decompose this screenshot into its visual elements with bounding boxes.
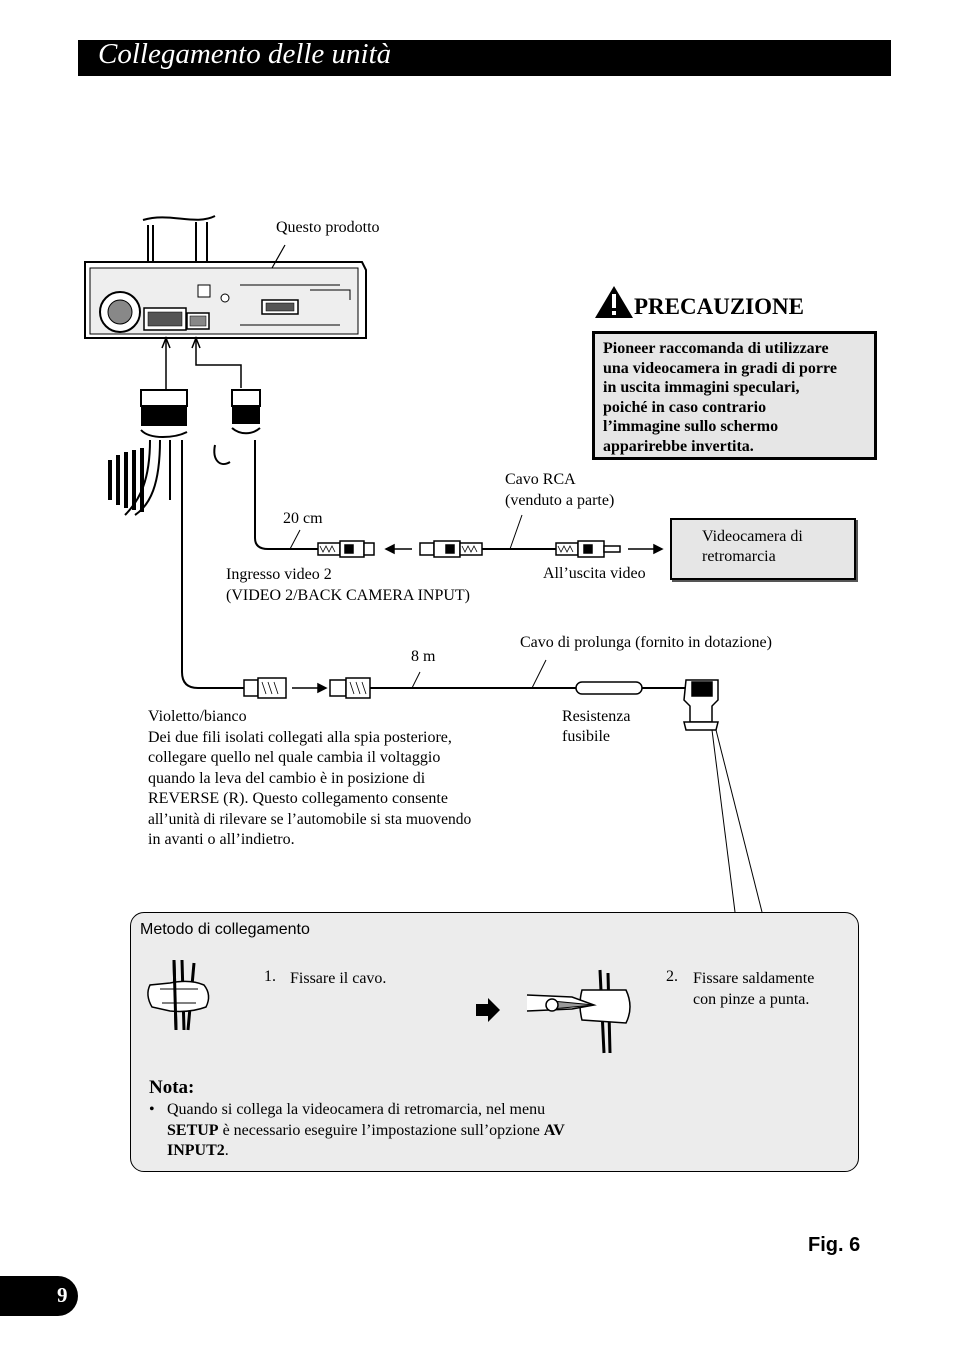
violet-note: Violetto/bianco Dei due fili isolati col… <box>148 707 518 851</box>
step1-illustration <box>147 959 210 1031</box>
arrow-right-icon <box>476 998 500 1022</box>
nota-line-1: Quando si collega la videocamera di retr… <box>167 1101 546 1118</box>
label-product: Questo prodotto <box>276 219 380 236</box>
connector-arrows <box>161 335 242 390</box>
flow-arrows <box>384 543 664 555</box>
page-number: 9 <box>57 1283 68 1307</box>
violet-note-line: REVERSE (R). Questo collegamento consent… <box>148 790 448 807</box>
camera-label-1: Videocamera di <box>702 528 803 545</box>
step2-illustration <box>526 969 631 1054</box>
figure-label: Fig. 6 <box>808 1234 861 1256</box>
method-panel <box>130 912 859 1172</box>
nota-line-2: è necessario eseguire l’impostazione sul… <box>218 1121 544 1139</box>
nota-title: Nota: <box>149 1077 195 1098</box>
page-title: Collegamento delle unità <box>98 38 392 70</box>
violet-note-line: all’unità di rilevare se l’automobile si… <box>148 810 472 828</box>
caution-line: apparirebbe invertita. <box>603 437 754 455</box>
page-number-tab <box>0 1276 78 1316</box>
caution-line: una videocamera in gradi di porre <box>603 359 837 377</box>
step1-number: 1. <box>264 968 276 985</box>
caution-title: PRECAUZIONE <box>634 294 804 319</box>
method-title: Metodo di collegamento <box>140 921 310 938</box>
label-8m: 8 m <box>411 648 436 665</box>
violet-note-title: Violetto/bianco <box>148 708 247 725</box>
nota-period: . <box>224 1142 229 1159</box>
label-video-input-sub: (VIDEO 2/BACK CAMERA INPUT) <box>226 587 470 604</box>
label-extension-cable: Cavo di prolunga (fornito in dotazione) <box>520 634 772 651</box>
violet-note-line: Dei due fili isolati collegati alla spia… <box>148 728 452 746</box>
label-fuse-1: Resistenza <box>562 708 631 725</box>
violet-note-line: collegare quello nel quale cambia il vol… <box>148 749 441 766</box>
camera-label-2: retromarcia <box>702 548 776 565</box>
violet-note-line: in avanti o all’indietro. <box>148 831 295 848</box>
label-rca-cable: Cavo RCA <box>505 471 576 488</box>
caution-line: l’immagine sullo schermo <box>603 418 779 436</box>
harness-wires <box>108 427 318 689</box>
nota-text: • Quando si collega la videocamera di re… <box>149 1100 619 1162</box>
step2-number: 2. <box>666 968 678 985</box>
nota-av: AV <box>543 1121 565 1139</box>
rear-camera-box: Videocamera di retromarcia <box>670 518 856 580</box>
label-rca-sold-separately: (venduto a parte) <box>505 492 615 509</box>
nota-setup: SETUP <box>167 1121 219 1139</box>
step2-text-2: con pinze a punta. <box>693 991 810 1008</box>
caution-line: Pioneer raccomanda di utilizzare <box>603 340 829 357</box>
label-video-input: Ingresso video 2 <box>226 566 332 583</box>
label-20cm: 20 cm <box>283 510 323 527</box>
caution-box: Pioneer raccomanda di utilizzare una vid… <box>592 331 877 460</box>
rca-cable <box>419 540 621 558</box>
step1-text: Fissare il cavo. <box>290 970 387 987</box>
head-unit <box>84 261 367 339</box>
nota-input2: INPUT2 <box>167 1142 225 1159</box>
label-fuse-2: fusibile <box>562 728 610 745</box>
caution-line: poiché in caso contrario <box>603 398 767 416</box>
nota-bullet: • <box>149 1101 155 1118</box>
label-video-output: All’uscita video <box>543 565 646 582</box>
extension-cable <box>243 677 719 731</box>
step2-text-1: Fissare saldamente <box>693 970 815 987</box>
header-bar <box>78 40 891 76</box>
rca-plug-input <box>317 540 375 558</box>
caution-line: in uscita immagini speculari, <box>603 379 800 397</box>
violet-note-line: quando la leva del cambio è in posizione… <box>148 769 426 787</box>
